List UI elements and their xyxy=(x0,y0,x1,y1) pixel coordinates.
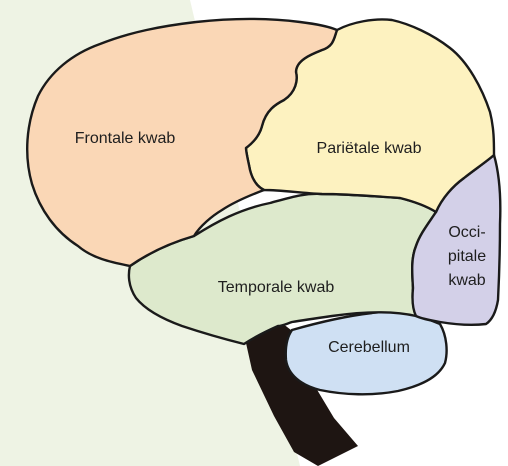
label-cerebellum: Cerebellum xyxy=(328,339,410,356)
label-frontal: Frontale kwab xyxy=(75,130,176,147)
label-parietal: Pariëtale kwab xyxy=(317,140,422,157)
label-occipital-line-1: Occi- xyxy=(448,224,485,241)
label-temporal: Temporale kwab xyxy=(218,279,335,296)
label-occipital-line-2: pitale xyxy=(448,248,486,265)
label-occipital-line-3: kwab xyxy=(448,272,485,289)
